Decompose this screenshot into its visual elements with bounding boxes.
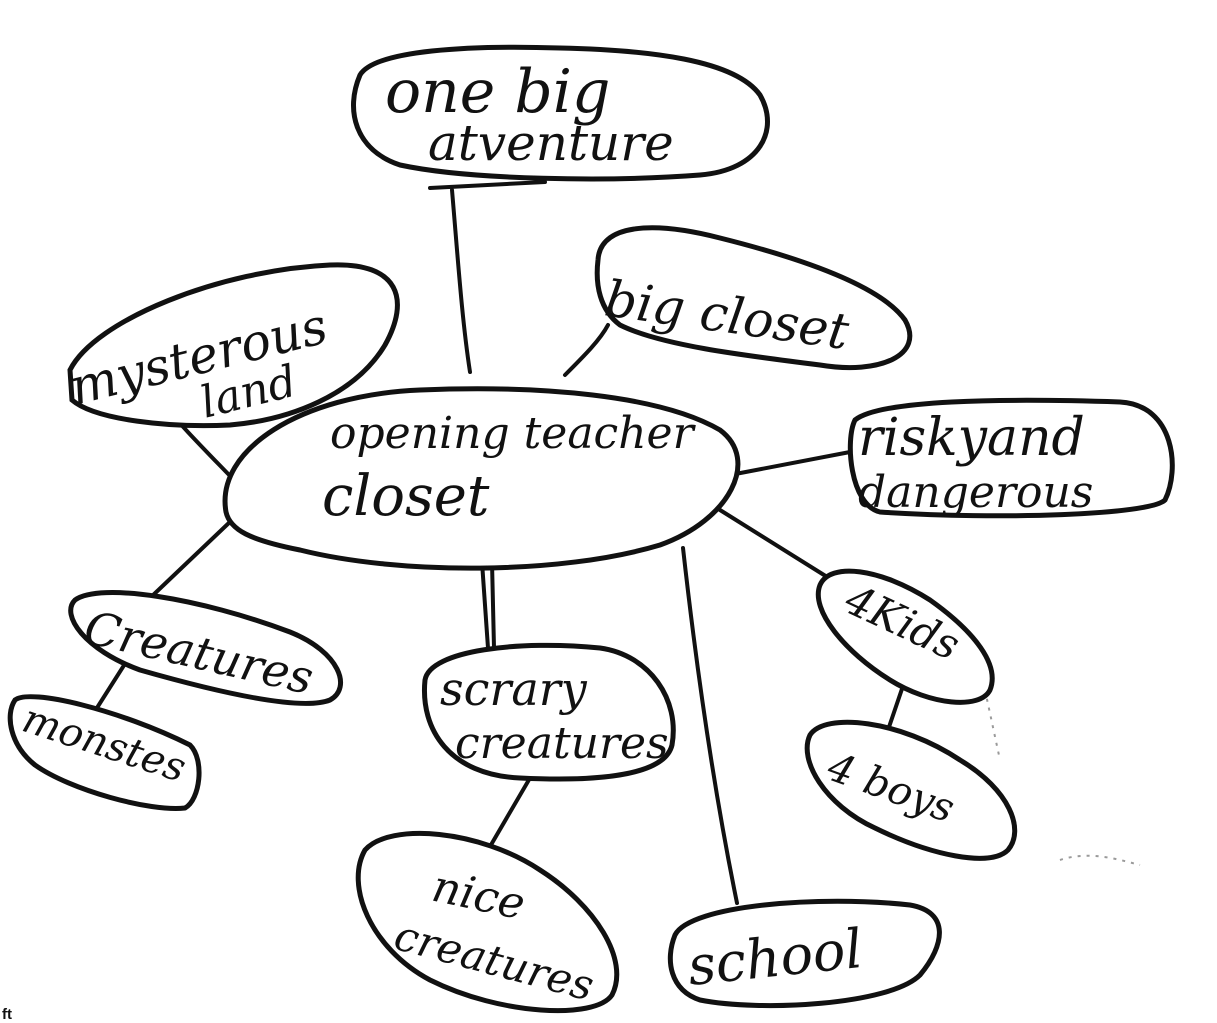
link-scary-nice bbox=[486, 776, 532, 852]
node-school: school bbox=[667, 898, 942, 1009]
scary-bubble-outline bbox=[421, 642, 676, 782]
link-center-creatures bbox=[148, 518, 234, 600]
center-node: opening teacher closet bbox=[222, 386, 741, 571]
mysterious-bubble-outline bbox=[67, 262, 400, 429]
node-big-closet: big closet bbox=[594, 225, 913, 371]
node-scary: scrary creatures bbox=[421, 642, 676, 782]
node-risky: riskyand dangerous bbox=[847, 397, 1175, 519]
kids-bubble-outline bbox=[815, 568, 995, 705]
faint-stray-line bbox=[984, 689, 1001, 761]
link-center-bigcloset bbox=[563, 323, 610, 377]
node-adventure: one big atventure bbox=[351, 44, 770, 182]
nice-bubble-outline bbox=[355, 830, 620, 1014]
connector-lines bbox=[86, 180, 1141, 905]
link-center-risky bbox=[728, 450, 852, 477]
node-monsters: monstes bbox=[7, 694, 202, 811]
bigcloset-bubble-outline bbox=[594, 225, 913, 371]
adventure-text-line2: atventure bbox=[428, 114, 674, 172]
footer-text: ft bbox=[2, 1006, 12, 1023]
adventure-bubble-outline bbox=[351, 44, 770, 182]
adventure-text-line1: one big bbox=[385, 57, 610, 127]
node-boys: 4 boys bbox=[804, 719, 1018, 861]
scary-text-line2: creatures bbox=[455, 718, 669, 769]
risky-bubble-outline bbox=[847, 397, 1175, 519]
link-center-kids bbox=[718, 508, 842, 587]
link-center-scary bbox=[480, 560, 490, 650]
center-bubble-outline bbox=[222, 386, 741, 571]
creatures-bubble-outline bbox=[68, 590, 343, 706]
school-bubble-outline bbox=[667, 898, 942, 1009]
center-text-line1: opening teacher bbox=[330, 408, 697, 459]
risky-text-line1: riskyand bbox=[858, 408, 1085, 468]
link-center-scary-2 bbox=[490, 560, 496, 650]
monsters-bubble-outline bbox=[7, 694, 202, 811]
faint-stray-marks bbox=[1059, 854, 1141, 866]
risky-text-line2: dangerous bbox=[858, 467, 1093, 518]
link-center-school bbox=[681, 546, 739, 905]
center-text-line2: closet bbox=[322, 464, 490, 529]
node-nice: nice creatures bbox=[355, 830, 620, 1014]
node-kids: 4Kids bbox=[815, 568, 995, 705]
link-center-adventure bbox=[450, 188, 472, 374]
scary-text-line1: scrary bbox=[440, 662, 588, 716]
adventure-underline bbox=[428, 180, 547, 190]
boys-bubble-outline bbox=[804, 719, 1018, 861]
